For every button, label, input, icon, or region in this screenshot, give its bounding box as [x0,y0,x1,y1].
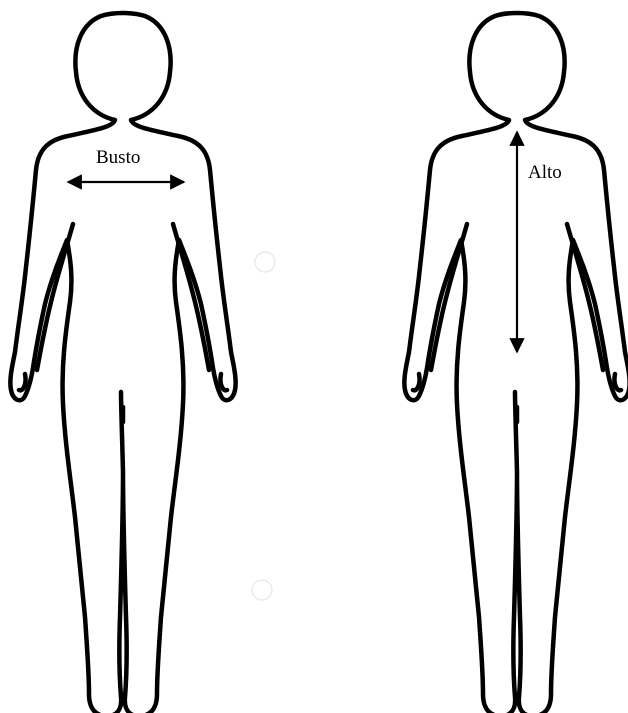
bust-label: Busto [96,147,140,168]
female-silhouette-back [404,13,628,713]
female-silhouette-front [10,13,235,713]
height-label: Alto [528,162,562,183]
front-view-figure [10,13,235,713]
back-view-figure [404,13,628,713]
